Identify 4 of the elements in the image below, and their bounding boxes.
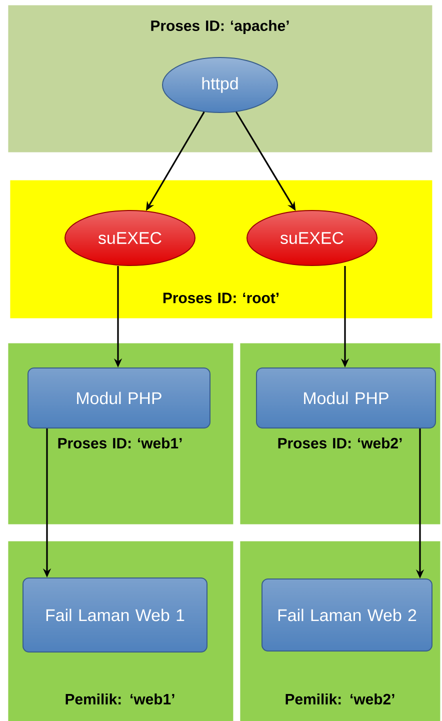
module-box: Fail Laman Web 2 [262, 578, 432, 652]
module-box: Modul PHP [256, 368, 436, 428]
module-box: Modul PHP [28, 368, 210, 428]
module-box: Fail Laman Web 1 [22, 578, 208, 652]
